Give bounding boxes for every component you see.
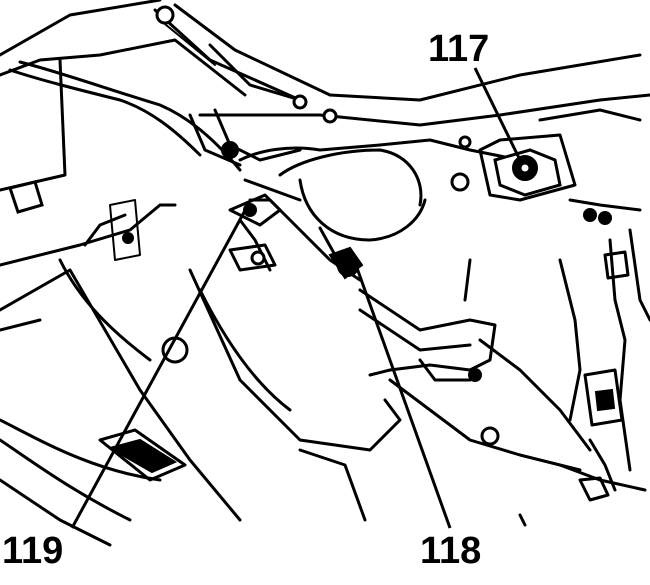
right-structure [558,228,650,502]
bracket-117 [450,108,642,225]
leader-119 [70,204,250,529]
leader-118 [355,267,452,529]
upper-crossmember [153,3,650,202]
callout-118: 118 [420,530,482,572]
central-bracket [228,138,522,282]
leader-lines [70,67,522,529]
callout-117: 117 [428,28,490,70]
left-housing [0,0,247,547]
callout-119: 119 [2,530,64,572]
leader-117 [473,67,522,161]
lower-housing [161,258,647,527]
